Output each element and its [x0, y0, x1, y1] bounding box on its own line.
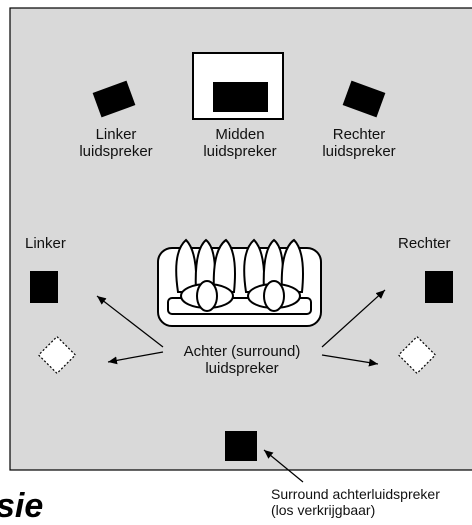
- surround-back-speaker: [225, 431, 257, 461]
- front-left-speaker: [92, 80, 136, 118]
- side-right-label: Rechter: [398, 235, 451, 252]
- front-right-label-line1: Rechter: [332, 126, 386, 143]
- side-left-label: Linker: [25, 235, 66, 252]
- center-label-line2: luidspreker: [203, 143, 277, 160]
- rear-left-optional-speaker: [37, 335, 77, 375]
- rear-right-optional-speaker: [397, 335, 437, 375]
- back-label-line1: Surround achterluidspreker: [271, 486, 440, 502]
- surround-arrows: [96, 289, 386, 483]
- center-label-line1: Midden: [215, 126, 265, 143]
- front-right-speaker: [342, 80, 386, 118]
- back-label-line2: (los verkrijgbaar): [271, 502, 376, 518]
- center-speaker: [213, 82, 268, 112]
- front-right-label-line2: luidspreker: [322, 143, 396, 160]
- side-right-speaker: [425, 271, 453, 303]
- front-left-label-line1: Linker: [95, 126, 137, 143]
- sofa-with-listeners: [157, 238, 322, 327]
- front-left-label-line2: luidspreker: [79, 143, 153, 160]
- surround-label-line2: luidspreker: [205, 360, 279, 377]
- surround-label-line1: Achter (surround): [183, 343, 301, 360]
- side-left-speaker: [30, 271, 58, 303]
- section-heading: sie: [0, 487, 44, 525]
